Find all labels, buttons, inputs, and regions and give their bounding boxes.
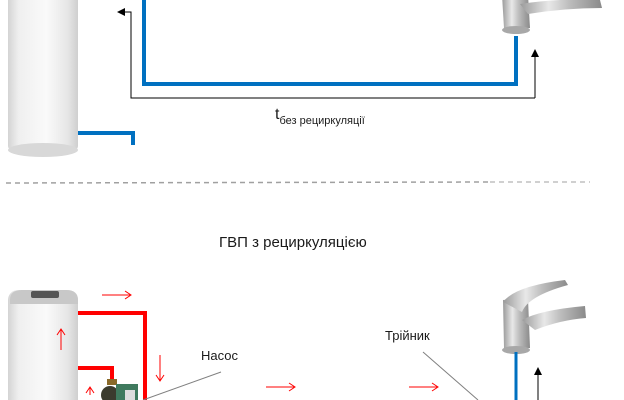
recirculation-return-pipe [78, 366, 114, 382]
tee-leader-line [422, 351, 479, 400]
boiler-tank-top [8, 0, 78, 157]
tee-label: Трійник [385, 328, 430, 343]
time-subscript: без рециркуляції [279, 115, 365, 127]
hot-water-pipe-top [142, 0, 518, 86]
faucet-icon-bottom [502, 280, 586, 354]
pump-leader-line [142, 371, 222, 400]
boiler-outlet-pipe [78, 131, 135, 145]
time-measure-line [117, 8, 535, 99]
pump-label: Насос [201, 348, 238, 363]
section-separator [5, 181, 491, 184]
time-label: tбез рециркуляції [275, 106, 365, 127]
section-title-recirculation: ГВП з рециркуляцією [219, 234, 367, 251]
faucet-icon-top [502, 0, 602, 34]
hot-supply-pipe [78, 311, 147, 400]
pump-icon [101, 379, 138, 400]
time-symbol: t [275, 106, 280, 123]
boiler-tank-bottom [8, 290, 78, 400]
flow-arrows [56, 290, 439, 395]
